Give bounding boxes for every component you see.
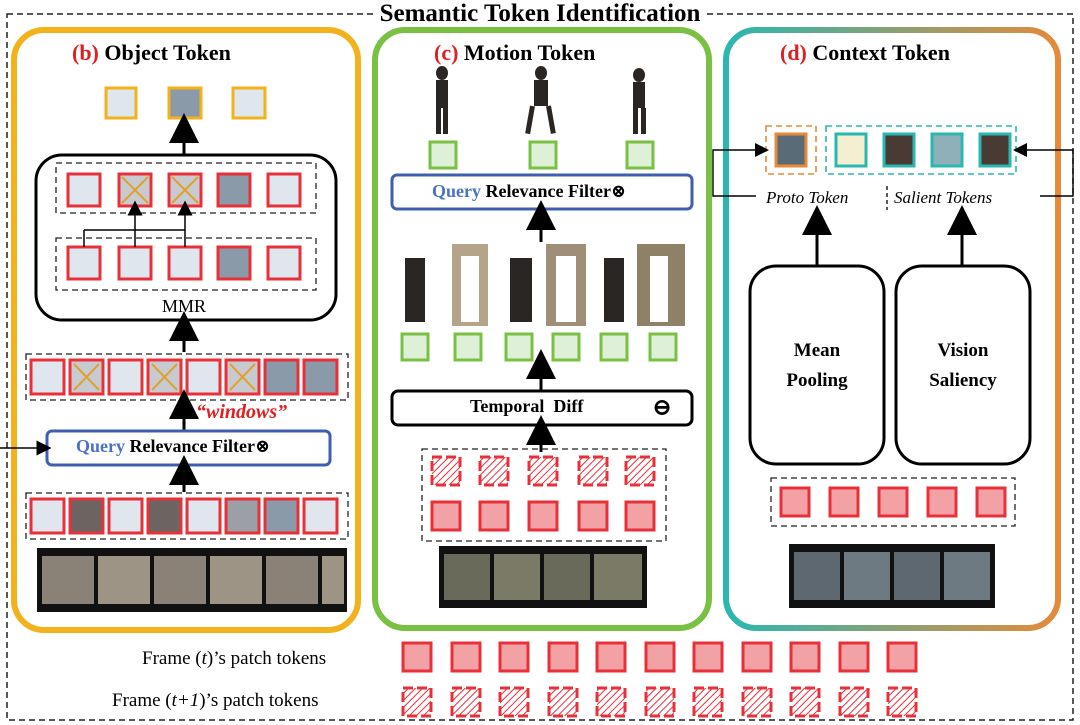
mean-pooling-label-2: Pooling bbox=[786, 370, 848, 391]
legend-frame-t1-var: t+1 bbox=[171, 690, 200, 711]
mmr-lower-dashed bbox=[55, 237, 317, 291]
legend-frame-t-b: )’s patch tokens bbox=[206, 648, 327, 669]
mmr-connectors bbox=[83, 200, 193, 247]
object-filter-rest: Relevance Filter⊗ bbox=[125, 436, 271, 456]
motion-panel-letter: (c) bbox=[434, 40, 459, 65]
motion-tokens-dashed bbox=[421, 448, 667, 542]
motion-top-tokens bbox=[428, 140, 655, 170]
legend-frame-t-var: t bbox=[201, 648, 207, 669]
diagram-title: Semantic Token Identification bbox=[0, 0, 1080, 28]
legend-frame-t1-tokens bbox=[401, 686, 918, 718]
diagram-title-text: Semantic Token Identification bbox=[373, 0, 707, 27]
motion-solid-tokens bbox=[430, 500, 656, 532]
object-panel-letter: (b) bbox=[72, 40, 99, 65]
vision-saliency-label-2: Saliency bbox=[929, 370, 997, 391]
legend-frame-t1-b: )’s patch tokens bbox=[199, 690, 319, 711]
object-frame-tokens bbox=[29, 497, 339, 535]
legend-frame-t1-a: Frame ( bbox=[112, 690, 172, 711]
vision-saliency-box bbox=[894, 264, 1032, 466]
motion-mid-images bbox=[401, 244, 685, 326]
context-tokens bbox=[779, 486, 1007, 518]
object-panel-name: Object Token bbox=[104, 40, 231, 65]
object-filter-query: Query bbox=[76, 436, 125, 456]
context-panel-name: Context Token bbox=[812, 40, 950, 65]
object-panel-border bbox=[11, 27, 361, 633]
object-panel-title: (b) Object Token bbox=[72, 40, 231, 66]
object-frame-tokens-dashed bbox=[25, 492, 349, 540]
temporal-diff-minus-icon: ⊖ bbox=[652, 395, 673, 421]
mmr-lower-tokens bbox=[66, 245, 302, 281]
mmr-upper-tokens bbox=[66, 172, 302, 208]
motion-filter-query: Query bbox=[432, 181, 481, 201]
context-film-strip bbox=[789, 544, 995, 608]
object-filter-label: Query Relevance Filter⊗ bbox=[76, 436, 270, 457]
mmr-label: MMR bbox=[162, 296, 207, 316]
mean-pooling-label-1: Mean bbox=[793, 340, 841, 361]
legend-frame-t-label: Frame (t)’s patch tokens bbox=[142, 648, 326, 670]
legend-frame-t1-label: Frame (t+1)’s patch tokens bbox=[112, 690, 319, 712]
motion-filter-label: Query Relevance Filter⊗ bbox=[432, 181, 626, 202]
motion-panel-name: Motion Token bbox=[463, 40, 596, 65]
context-panel-title: (d) Context Token bbox=[780, 40, 950, 66]
windows-row-tokens bbox=[29, 358, 339, 396]
temporal-diff-label: Temporal Diff bbox=[470, 396, 584, 416]
motion-mid-tokens bbox=[400, 332, 678, 362]
object-output-tokens bbox=[104, 86, 267, 120]
context-side-arrows bbox=[712, 143, 1074, 197]
object-film-strip bbox=[37, 548, 347, 612]
motion-film-strip bbox=[439, 546, 647, 608]
context-panel-border bbox=[723, 27, 1061, 631]
salient-tokens-label: Salient Tokens bbox=[894, 188, 993, 207]
legend-frame-t-a: Frame ( bbox=[142, 648, 202, 669]
proto-token-label: Proto Token bbox=[766, 188, 849, 207]
motion-top-figures bbox=[436, 66, 646, 135]
context-panel-letter: (d) bbox=[780, 40, 807, 65]
windows-label: “windows” bbox=[196, 401, 288, 423]
motion-panel-title: (c) Motion Token bbox=[434, 40, 595, 66]
windows-dashed-row bbox=[25, 353, 349, 401]
motion-hatched-tokens bbox=[430, 455, 656, 487]
vision-saliency-label-1: Vision bbox=[937, 340, 989, 361]
mean-pooling-box bbox=[748, 264, 886, 466]
motion-filter-rest: Relevance Filter⊗ bbox=[481, 181, 627, 201]
legend-frame-t-tokens bbox=[401, 641, 918, 673]
context-tokens-dashed bbox=[770, 477, 1016, 527]
motion-panel-border bbox=[372, 27, 712, 631]
salient-tokens bbox=[834, 132, 1012, 168]
proto-token bbox=[774, 132, 808, 168]
